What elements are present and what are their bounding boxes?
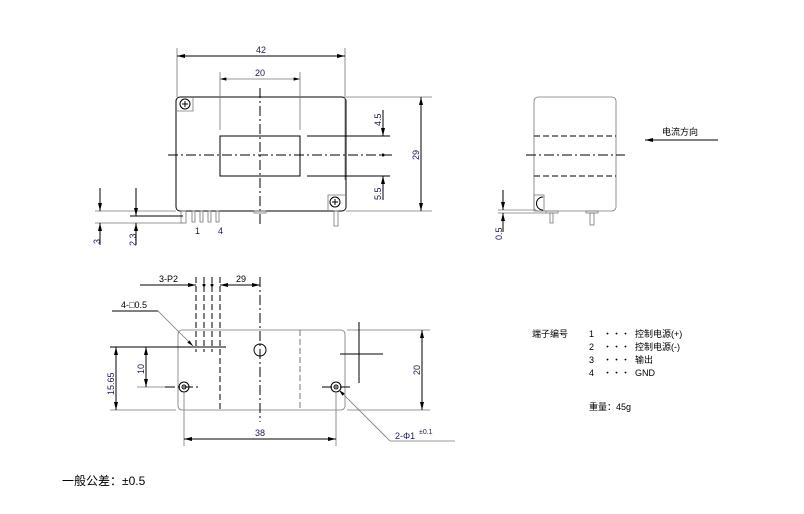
pin-row: 2 ・・・控制电源(-) [589, 341, 680, 352]
svg-text:3: 3 [589, 355, 594, 365]
left-dim-3: 3 [92, 239, 102, 244]
gap-dim: 0.5 [494, 227, 504, 240]
lower-offset-dim: 5.5 [373, 187, 383, 200]
current-direction-label: 电流方向 [662, 126, 698, 137]
weight-label: 重量：45g [589, 401, 631, 412]
svg-text:控制电源(-): 控制电源(-) [635, 341, 680, 352]
bottom-view: 3-P2 29 4-□0.5 15.65 10 20 38 2-Φ1 ±0.1 [106, 274, 455, 446]
screw-icon [179, 98, 191, 110]
svg-text:控制电源(+): 控制电源(+) [635, 328, 682, 339]
svg-text:・・・: ・・・ [603, 329, 630, 339]
side-view: 电流方向 0.5 [494, 96, 718, 240]
pin-row: 4 ・・・ GND [589, 368, 656, 378]
pin-table-title: 端子编号 [532, 328, 568, 339]
hole-spacing-dim: 38 [255, 428, 265, 438]
svg-text:・・・: ・・・ [603, 368, 630, 378]
svg-text:2: 2 [589, 342, 594, 352]
hole-label: 2-Φ1 [395, 431, 415, 441]
svg-text:GND: GND [635, 368, 656, 378]
pitch-label: 3-P2 [159, 274, 178, 284]
hole-tolerance: ±0.1 [419, 429, 433, 436]
aperture [219, 135, 301, 177]
pin-label-1: 1 [195, 226, 200, 236]
width-dim: 42 [256, 45, 266, 55]
svg-text:输出: 输出 [635, 354, 653, 365]
top-view: 42 20 4.5 5.5 29 1 4 3 2.3 [92, 45, 432, 246]
pin-row: 1 ・・・控制电源(+) [589, 328, 682, 339]
body-outline [175, 96, 347, 212]
pin-row: 3 ・・・输出 [589, 354, 653, 365]
upper-offset-dim: 4.5 [373, 113, 383, 126]
svg-text:1: 1 [589, 329, 594, 339]
offset-dim: 29 [236, 274, 246, 284]
left-dim-2-3: 2.3 [128, 233, 138, 246]
side-body-outline [533, 96, 617, 212]
bottom-height-dim: 20 [412, 365, 422, 375]
dim-15-65: 15.65 [106, 372, 116, 395]
window-dim: 20 [255, 68, 265, 78]
general-tolerance: 一般公差：±0.5 [62, 473, 146, 488]
pin-table: 端子编号 1・・・控制电源(+) 2・・・控制电源(-) 3・・・输出 4・・・… [532, 328, 682, 412]
svg-text:・・・: ・・・ [603, 342, 630, 352]
svg-text:4: 4 [589, 368, 594, 378]
height-dim: 29 [411, 150, 421, 160]
bottom-body-outline [177, 329, 346, 411]
pin-label-4: 4 [218, 226, 223, 236]
dim-10: 10 [136, 364, 146, 374]
svg-text:・・・: ・・・ [603, 355, 630, 365]
pin-size-label: 4-□0.5 [121, 300, 147, 310]
screw-icon [329, 196, 341, 208]
